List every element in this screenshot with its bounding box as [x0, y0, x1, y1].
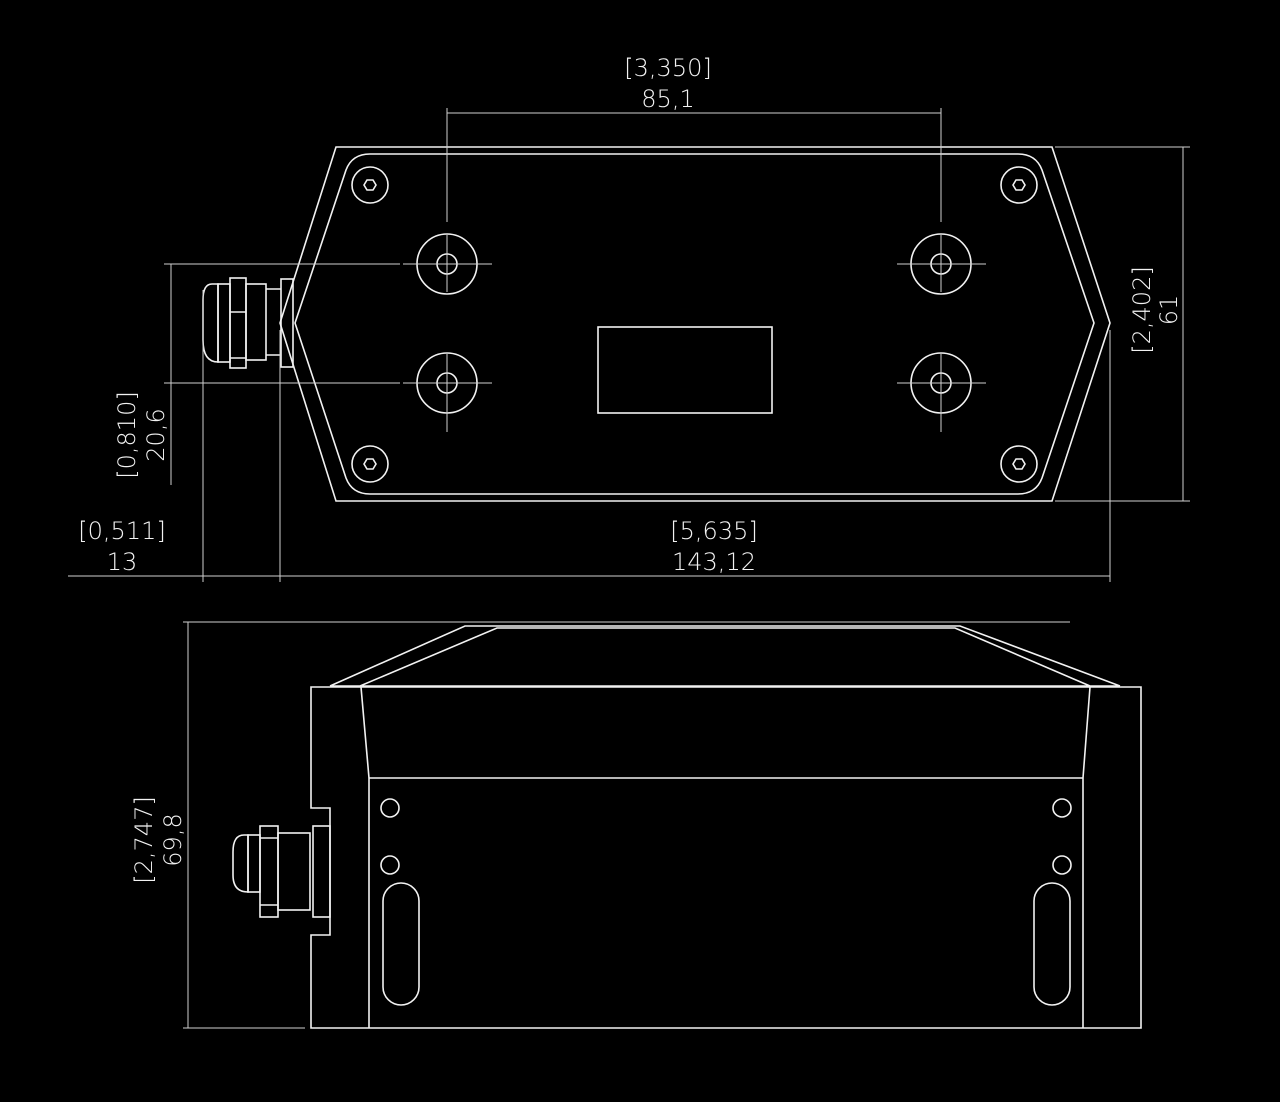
- dim-height: [2,402] 61: [1128, 266, 1183, 353]
- mounting-holes: [403, 233, 986, 432]
- dimension-lines: [68, 108, 1190, 582]
- svg-text:61: 61: [1155, 295, 1183, 326]
- dim-gland-length: [0,511] 13: [78, 517, 165, 576]
- slot: [1033, 882, 1071, 1006]
- corner-screws: [351, 166, 1038, 483]
- dim-gland-spacing: [0,810] 20,6: [113, 391, 170, 478]
- dim-total-length: [5,635] 143,12: [670, 517, 757, 576]
- svg-text:[0,511]: [0,511]: [78, 517, 165, 545]
- lid-outline: [329, 625, 1121, 687]
- side-view: [2,747] 69,8: [130, 621, 1142, 1029]
- svg-text:85,1: 85,1: [641, 85, 694, 113]
- svg-text:[2,747]: [2,747]: [130, 796, 158, 883]
- svg-text:143,12: 143,12: [672, 548, 756, 576]
- dim-total-height: [2,747] 69,8: [130, 796, 187, 883]
- enclosure-outline: [279, 146, 1111, 502]
- body-outline: [310, 686, 1142, 1029]
- svg-text:20,6: 20,6: [142, 408, 170, 461]
- svg-text:[3,350]: [3,350]: [624, 54, 711, 82]
- svg-text:13: 13: [107, 548, 138, 576]
- cable-gland-side: [232, 825, 331, 918]
- slot: [382, 882, 420, 1006]
- svg-text:[2,402]: [2,402]: [1128, 266, 1156, 353]
- top-view: [3,350] 85,1 [2,402] 61 [0,810] 20,6 [0,…: [68, 54, 1190, 582]
- enclosure-inner-outline: [294, 153, 1095, 495]
- display-window: [597, 326, 773, 414]
- svg-text:[0,810]: [0,810]: [113, 391, 141, 478]
- svg-text:69,8: 69,8: [159, 813, 187, 866]
- svg-text:[5,635]: [5,635]: [670, 517, 757, 545]
- dim-hole-spacing: [3,350] 85,1: [624, 54, 711, 113]
